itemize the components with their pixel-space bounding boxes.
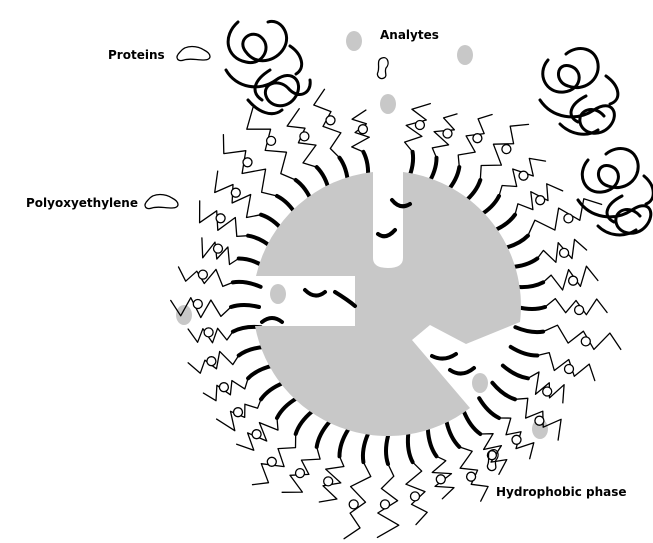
chain-head	[216, 214, 225, 223]
chain-head	[349, 500, 358, 509]
chain-head	[252, 430, 261, 439]
surfactant-tail	[296, 411, 313, 434]
hydrophobic-tail	[432, 354, 456, 359]
chain-head	[300, 132, 309, 141]
chain-head	[543, 387, 552, 396]
chain-head	[443, 129, 452, 138]
hydrophobic-tail	[378, 230, 395, 236]
chain-head	[575, 306, 584, 315]
chain-head	[564, 214, 573, 223]
polyoxyethylene-chain	[344, 462, 371, 539]
chain-head	[234, 408, 243, 417]
chain-head	[467, 472, 476, 481]
hydrophobic-core	[255, 172, 521, 436]
surfactant-tail	[408, 434, 413, 462]
chain-head	[535, 416, 544, 425]
chain-head	[358, 125, 367, 134]
protein-cluster-right	[578, 149, 653, 235]
analyte-legend-glyph	[377, 58, 388, 79]
chain-head	[296, 469, 305, 478]
hydrophobic-tail	[305, 290, 325, 296]
chain-head	[473, 134, 482, 143]
chain-head	[324, 477, 333, 486]
chain-head	[565, 365, 574, 374]
hydrophobic-tail	[450, 368, 474, 374]
surfactant-tail	[428, 430, 437, 457]
polyoxyethylene-label: Polyoxyethylene	[26, 196, 138, 210]
chain-head	[536, 196, 545, 205]
chain-head	[267, 136, 276, 145]
surfactant-tail	[464, 411, 481, 434]
chain-head	[519, 171, 528, 180]
protein-cluster-top-left	[226, 21, 310, 113]
hydrophobic-tail	[262, 318, 282, 322]
surfactant-tail	[447, 422, 460, 447]
surfactant-tail	[517, 307, 545, 309]
surfactant-tail	[492, 383, 515, 400]
chain-head	[560, 248, 569, 257]
surfactant-tail	[233, 282, 261, 287]
chain-head	[204, 328, 213, 337]
surfactant-tail	[363, 434, 368, 462]
analyte-droplet	[346, 31, 362, 51]
chain-head	[231, 188, 240, 197]
protein-cluster-top-right	[540, 49, 618, 135]
analyte-droplet	[270, 284, 286, 304]
polyoxyethylene-legend-glyph	[145, 195, 178, 209]
chain-head	[569, 276, 578, 285]
chain-head	[581, 337, 590, 346]
polyoxyethylene-chain	[543, 325, 621, 349]
surfactant-tail	[231, 305, 259, 307]
surfactant-tail	[503, 366, 528, 379]
analyte-droplet	[176, 305, 192, 325]
hydrophobic-tail	[335, 292, 355, 306]
chain-head	[243, 158, 252, 167]
surfactant-tail	[511, 347, 538, 356]
chain-head	[411, 492, 420, 501]
analyte-droplet	[472, 373, 488, 393]
surfactant-tail	[479, 398, 499, 418]
chain-head	[214, 244, 223, 253]
chain-head	[207, 357, 216, 366]
surfactant-tail	[277, 398, 297, 418]
chain-head	[198, 270, 207, 279]
chain-head	[326, 116, 335, 125]
chain-head	[415, 121, 424, 130]
analytes-label: Analytes	[380, 28, 439, 42]
chain-head	[436, 475, 445, 484]
surfactant-tail	[515, 327, 543, 332]
chain-head	[512, 435, 521, 444]
surfactant-tail	[339, 430, 348, 457]
surfactant-tail	[317, 422, 330, 447]
chain-head	[193, 300, 202, 309]
surfactant-tail	[261, 383, 284, 400]
chain-head	[219, 383, 228, 392]
hydrophobic-phase-label: Hydrophobic phase	[496, 485, 627, 499]
surfactant-tail	[515, 282, 543, 287]
analyte-droplet	[457, 45, 473, 65]
surfactant-tail	[386, 436, 388, 464]
chain-head	[267, 457, 276, 466]
protein-legend-glyph	[177, 47, 210, 61]
proteins-label: Proteins	[108, 48, 165, 62]
chain-head	[381, 500, 390, 509]
surfactant-tail	[248, 366, 273, 379]
analyte-droplet	[380, 94, 396, 114]
chain-head	[502, 145, 511, 154]
